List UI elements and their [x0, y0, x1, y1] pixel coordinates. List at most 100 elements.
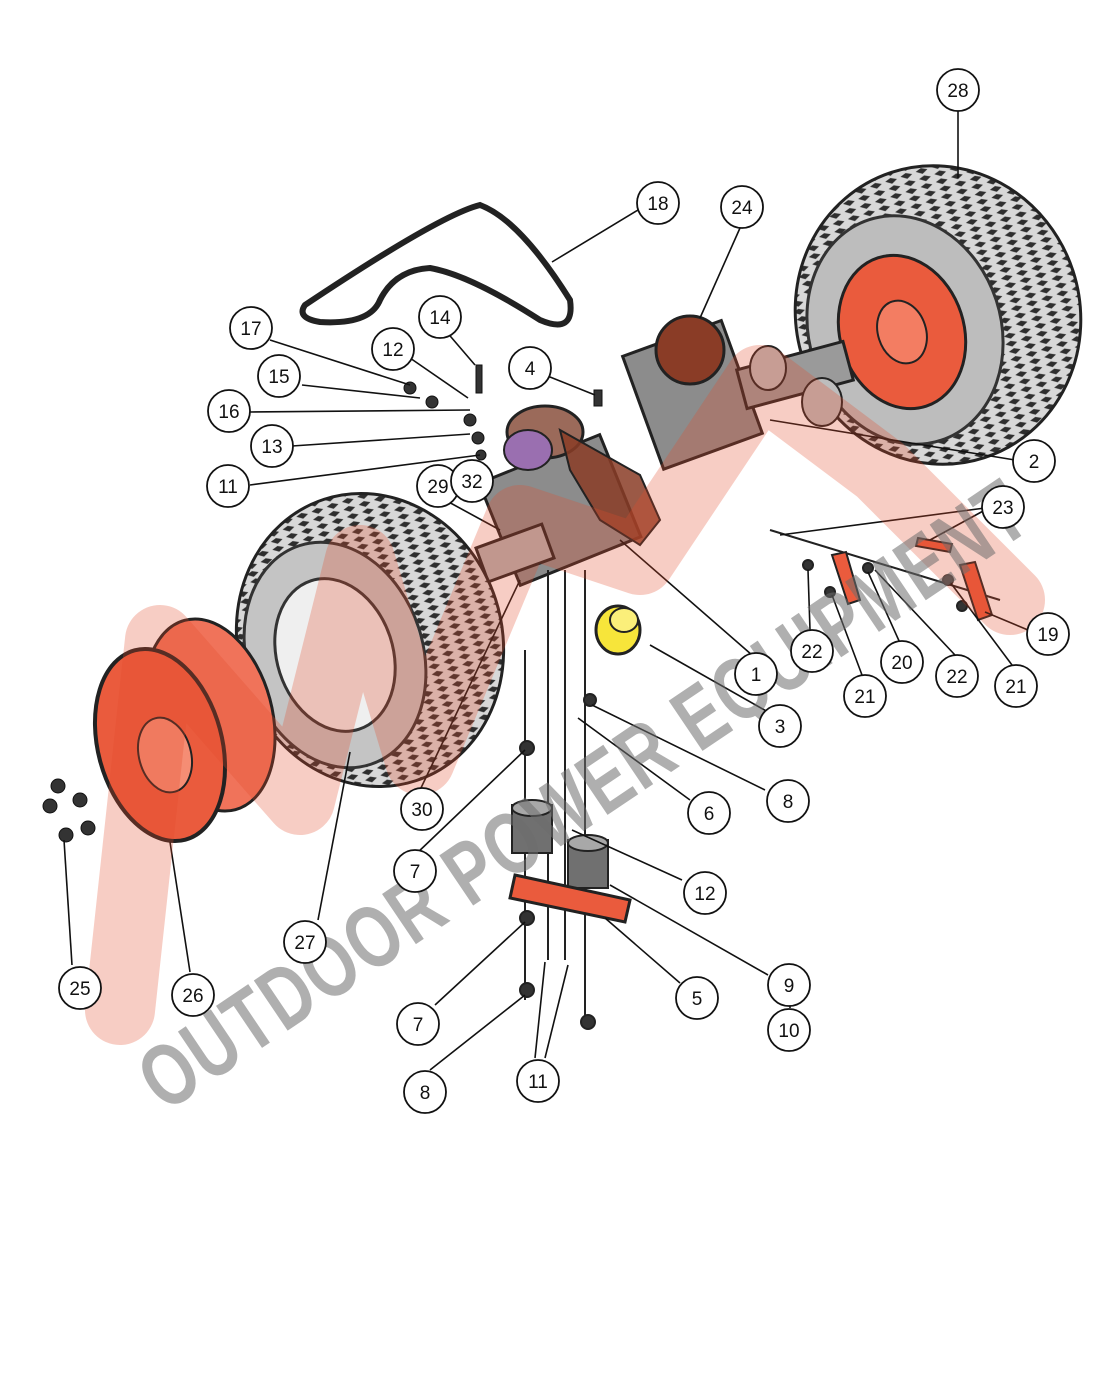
- leader-line: [409, 357, 469, 399]
- callout-number: 7: [413, 1015, 424, 1036]
- leader-lines: [63, 110, 1029, 1071]
- callout-12: 12: [683, 871, 727, 915]
- leader-line: [649, 644, 769, 713]
- callout-25: 25: [58, 966, 102, 1010]
- small-part: [425, 395, 439, 409]
- callout-21: 21: [843, 674, 887, 718]
- callout-3: 3: [758, 704, 802, 748]
- leader-line: [984, 611, 1029, 631]
- callout-21: 21: [994, 664, 1038, 708]
- callout-number: 4: [525, 359, 536, 380]
- callout-circle: [396, 1002, 440, 1046]
- callout-22: 22: [790, 629, 834, 673]
- callout-number: 28: [947, 81, 968, 102]
- leader-line: [874, 569, 956, 656]
- callout-circle: [257, 354, 301, 398]
- callout-number: 16: [218, 402, 239, 423]
- leader-line: [609, 884, 769, 976]
- right-axle-bushing-lower: [801, 377, 843, 427]
- leader-line: [317, 751, 351, 921]
- callout-32: 32: [450, 459, 494, 503]
- leader-line: [949, 581, 1013, 666]
- leader-line: [571, 829, 683, 881]
- leader-line: [434, 921, 526, 1006]
- callout-number: 5: [692, 989, 703, 1010]
- callout-circle: [1012, 439, 1056, 483]
- leader-line: [699, 227, 741, 319]
- callout-number: 13: [261, 437, 282, 458]
- callout-circle: [58, 966, 102, 1010]
- callout-number: 21: [1005, 677, 1026, 698]
- callout-10: 10: [767, 1008, 811, 1052]
- lug-nut: [50, 778, 66, 794]
- callout-circle: [508, 346, 552, 390]
- lug-nut: [80, 820, 96, 836]
- callout-18: 18: [636, 181, 680, 225]
- oil-filter-top: [609, 607, 639, 633]
- washer: [583, 693, 597, 707]
- callout-circle: [229, 306, 273, 350]
- callout-4: 4: [508, 346, 552, 390]
- callout-7: 7: [393, 849, 437, 893]
- right-rim-hub: [876, 299, 928, 365]
- spacer-top: [511, 799, 553, 817]
- callout-number: 25: [69, 979, 90, 1000]
- lug-nuts: [42, 778, 96, 843]
- callout-circle: [450, 459, 494, 503]
- callout-circle: [418, 295, 462, 339]
- leader-line: [807, 569, 811, 631]
- callout-7: 7: [396, 1002, 440, 1046]
- leader-line: [534, 961, 546, 1059]
- callout-circle: [843, 674, 887, 718]
- callout-26: 26: [171, 973, 215, 1017]
- drive-belt: [299, 201, 574, 328]
- callout-circle: [675, 976, 719, 1020]
- callout-11: 11: [206, 464, 250, 508]
- callout-number: 6: [704, 804, 715, 825]
- right-transaxle-pulley: [654, 314, 726, 386]
- leader-line: [929, 509, 986, 541]
- callout-number: 8: [420, 1083, 431, 1104]
- callout-circle: [935, 654, 979, 698]
- callout-circle: [683, 871, 727, 915]
- leader-line: [414, 749, 526, 856]
- callout-30: 30: [400, 787, 444, 831]
- leader-line: [63, 839, 73, 966]
- callout-circle: [171, 973, 215, 1017]
- small-part: [463, 413, 477, 427]
- callout-8: 8: [766, 779, 810, 823]
- mount-hardware: [508, 570, 632, 1030]
- leader-line: [429, 994, 526, 1071]
- callout-circle: [636, 181, 680, 225]
- left-transaxle-linkage: [558, 427, 662, 547]
- callout-number: 17: [240, 319, 261, 340]
- callout-number: 8: [783, 792, 794, 813]
- callout-number: 14: [429, 308, 451, 329]
- left-axle-housing: [474, 522, 556, 584]
- leader-line: [544, 374, 596, 396]
- right-axle-housing: [734, 339, 856, 411]
- leader-line: [867, 571, 901, 644]
- washer: [519, 910, 535, 926]
- left-rim-assembly: [92, 617, 277, 844]
- small-part: [593, 389, 603, 407]
- leader-line: [831, 594, 863, 676]
- callout-number: 12: [382, 340, 403, 361]
- small-hardware-left: [403, 364, 603, 461]
- callout-circle: [250, 424, 294, 468]
- left-transaxle: [474, 404, 662, 588]
- leader-line: [249, 409, 471, 413]
- nut: [519, 982, 535, 998]
- callout-circle: [403, 1070, 447, 1114]
- leader-line: [301, 384, 421, 399]
- callout-24: 24: [720, 185, 764, 229]
- callout-number: 22: [801, 642, 822, 663]
- callout-number: 15: [268, 367, 289, 388]
- callout-2: 2: [1012, 439, 1056, 483]
- callout-circle: [880, 640, 924, 684]
- callout-number: 26: [182, 986, 203, 1007]
- leader-line: [769, 419, 1016, 461]
- right-axle-bushing: [749, 345, 787, 391]
- callout-circle: [516, 1059, 560, 1103]
- left-tire-bead: [273, 577, 397, 733]
